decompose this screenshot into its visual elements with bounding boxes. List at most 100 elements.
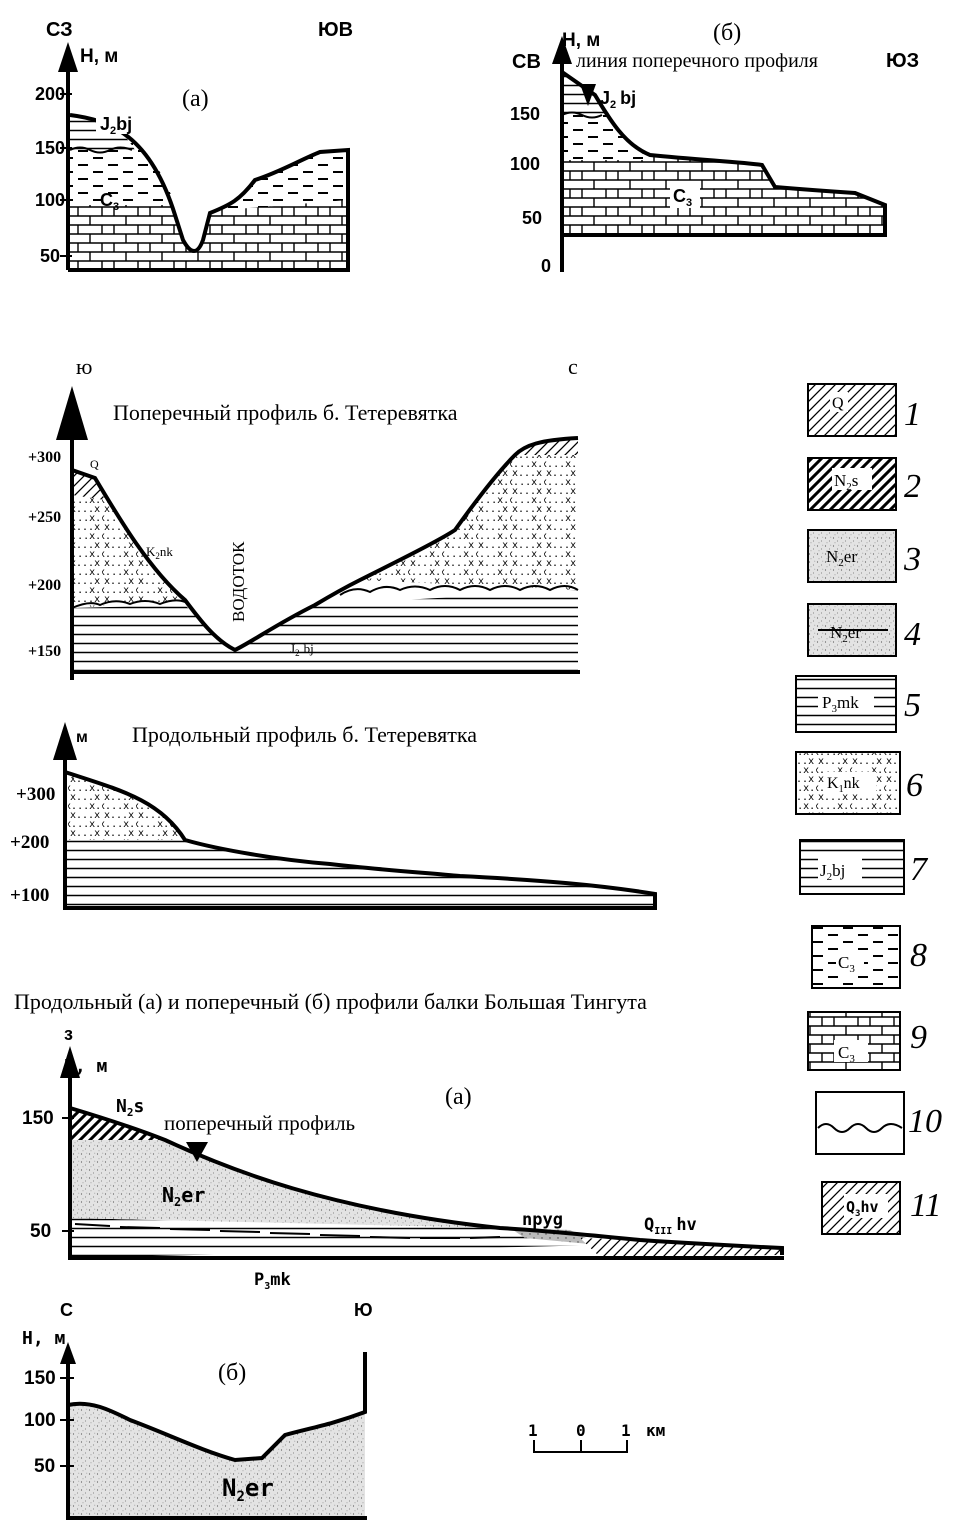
scale-mid: 0: [576, 1421, 586, 1440]
cross-stream-label: ВОДОТОК: [229, 541, 248, 622]
svg-text:K1nk: K1nk: [827, 775, 860, 795]
top-a-tick-200: 200: [35, 84, 65, 104]
top-a-panel-label: (а): [182, 86, 209, 112]
profile-marker-icon: [186, 1142, 208, 1162]
legend-item-11: Q3hv 11: [821, 1181, 941, 1235]
legend-item-4: N2er 4: [807, 603, 921, 657]
tinguta-npyg-label: npyg: [522, 1210, 563, 1230]
top-b-profile-line: линия поперечного профиля: [576, 50, 818, 72]
legend-item-1: Q 1: [807, 383, 921, 437]
cross-tick-150: +150: [28, 643, 61, 660]
top-a-unit-c: C3: [100, 190, 119, 213]
profile-marker-icon: [580, 84, 596, 106]
svg-text:J2bj: J2bj: [820, 861, 845, 883]
svg-text:9: 9: [910, 1019, 927, 1056]
svg-text:10: 10: [908, 1103, 942, 1140]
tinguta-tick-150: 150: [22, 1108, 54, 1129]
top-b-tick-100: 100: [510, 154, 540, 174]
tinguta-dir: з: [64, 1024, 73, 1044]
svg-text:J2bj: J2bj: [100, 114, 132, 137]
svg-text:4: 4: [904, 616, 921, 653]
tinguta-title: Продольный (а) и поперечный (б) профили …: [14, 989, 647, 1014]
tinguta-profile-label: поперечный профиль: [164, 1111, 355, 1135]
svg-text:Q3hv: Q3hv: [846, 1198, 879, 1219]
legend: Q 1 N2s 2 N2er 3 N2er 4 P3mk 5: [795, 383, 942, 1235]
scale-left: 1: [528, 1421, 538, 1440]
legend-item-10: 10: [815, 1091, 942, 1155]
top-b-tick-150: 150: [510, 104, 540, 124]
svg-text:3: 3: [903, 541, 921, 578]
longp-axis-label: м: [76, 729, 88, 746]
svg-text:2: 2: [904, 468, 921, 505]
top-a-dir-right: ЮВ: [318, 19, 353, 41]
tinguta-n2s-label: N2s: [116, 1096, 144, 1119]
legend-item-9: C3 9: [807, 1011, 927, 1071]
longp-title: Продольный профиль б. Тетеревятка: [132, 722, 477, 747]
top-a-tick-100: 100: [35, 190, 65, 210]
cross-tick-250: +250: [28, 509, 61, 526]
tinguta-n2er-label: N2er: [162, 1183, 205, 1209]
svg-text:6: 6: [906, 767, 923, 804]
up-arrow-icon: [60, 1046, 80, 1078]
scale-bar: 1 0 1 км: [528, 1421, 665, 1453]
top-a-profile: СЗ ЮВ Н, м (а) 200 150 100 50 J2bj C3: [35, 19, 353, 272]
top-b-dir-left: СВ: [512, 51, 541, 73]
up-arrow-icon: [53, 722, 77, 760]
legend-item-6: K1nk 6: [795, 751, 923, 815]
top-a-dir-left: СЗ: [46, 19, 73, 41]
scale-unit: км: [646, 1421, 665, 1440]
svg-text:N2er: N2er: [830, 623, 861, 645]
top-b-tick-0: 0: [541, 256, 551, 276]
tinguta-b-dir-left: С: [60, 1300, 73, 1320]
svg-text:N2s: N2s: [834, 471, 858, 493]
svg-text:1: 1: [904, 396, 921, 433]
tinguta-tick-50: 50: [30, 1221, 51, 1242]
top-a-unit-j: J2bj: [96, 110, 144, 137]
svg-text:C3: C3: [838, 1043, 855, 1065]
svg-text:5: 5: [904, 687, 921, 724]
longp-tick-200: +200: [10, 832, 49, 853]
top-b-profile: (б) Н, м СВ линия поперечного профиля ЮЗ…: [510, 20, 919, 276]
tinguta-b-tick-100: 100: [24, 1410, 56, 1431]
up-arrow-icon: [60, 1342, 76, 1364]
svg-text:Q: Q: [832, 395, 844, 412]
cross-dir-left: ю: [76, 354, 92, 379]
svg-text:P3mk: P3mk: [822, 693, 859, 715]
up-arrow-icon: [58, 42, 78, 72]
svg-text:C3: C3: [100, 190, 119, 213]
tinguta-b-tick-50: 50: [34, 1456, 55, 1477]
tinguta-pmk-label: P3mk: [254, 1270, 291, 1292]
svg-text:C3: C3: [838, 953, 855, 975]
legend-item-7: J2bj 7: [799, 839, 929, 895]
cross-q-label: Q: [90, 457, 99, 471]
svg-text:N2er: N2er: [826, 547, 857, 569]
top-b-panel-label: (б): [713, 20, 741, 46]
cross-profile: ю с Поперечный профиль б. Тетеревятка +3…: [28, 354, 580, 680]
svg-text:J2bj: J2bj: [600, 88, 636, 111]
top-a-axis-label: Н, м: [80, 46, 118, 67]
up-arrow-icon: [56, 386, 88, 440]
tinguta-long-profile: Продольный (а) и поперечный (б) профили …: [14, 989, 784, 1292]
legend-item-3: N2er 3: [807, 529, 921, 583]
svg-text:7: 7: [910, 851, 929, 888]
legend-item-8: C3 8: [811, 925, 927, 989]
tinguta-b-dir-right: Ю: [354, 1300, 373, 1320]
legend-item-5: P3mk 5: [795, 675, 921, 733]
top-b-tick-50: 50: [522, 208, 542, 228]
longp-tick-300: +300: [16, 784, 55, 805]
cross-tick-300: +300: [28, 449, 61, 466]
up-arrow-icon: [552, 36, 572, 64]
cross-dir-right: с: [568, 354, 578, 379]
top-b-unit-c: C3: [670, 184, 700, 209]
legend-item-2: N2s 2: [807, 457, 921, 511]
top-a-tick-50: 50: [40, 246, 60, 266]
tinguta-b-panel-label: (б): [218, 1360, 246, 1386]
svg-text:11: 11: [910, 1187, 941, 1224]
tinguta-b-tick-150: 150: [24, 1368, 56, 1389]
top-a-tick-150: 150: [35, 138, 65, 158]
tinguta-b-axis-label: Н, м: [22, 1328, 66, 1349]
